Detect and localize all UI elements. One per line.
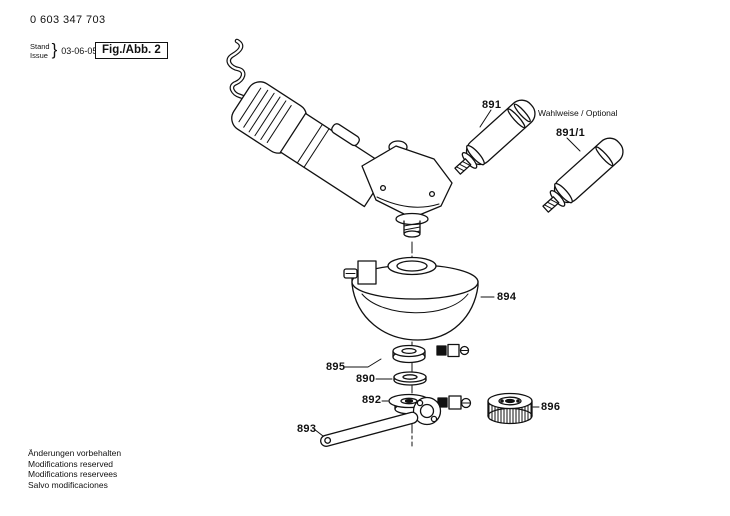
clamp-piece-lower [437, 395, 472, 410]
document-number: 0 603 347 703 [30, 14, 106, 26]
clamp-piece-upper [436, 343, 470, 358]
flange-set-895 [392, 343, 470, 364]
part-label-891: 891 [482, 99, 502, 111]
footer-notices: Änderungen vorbehalten Modifications res… [28, 448, 121, 490]
power-cord-icon [226, 38, 249, 110]
gear-head [361, 145, 453, 219]
notice-es: Salvo modificaciones [28, 479, 108, 490]
guard-clamp-tab [357, 260, 377, 285]
backing-flange-890 [393, 371, 427, 386]
issue-date: 03-06-05 [61, 46, 98, 56]
part-label-891-1: 891/1 [556, 127, 586, 139]
part-label-894: 894 [497, 291, 517, 303]
pin-spanner-893 [320, 396, 442, 447]
protective-guard-894 [343, 256, 479, 341]
optional-note: Wahlweise / Optional [538, 108, 618, 118]
issue-date-block: Stand Issue } 03-06-05 [30, 40, 98, 61]
issue-label: Issue [30, 51, 48, 60]
auxiliary-handle-891-1 [542, 137, 624, 213]
leader-lines [313, 109, 581, 437]
notice-en: Modifications reserved [28, 458, 114, 469]
notice-de: Änderungen vorbehalten [28, 448, 122, 458]
notice-fr: Modifications reservees [28, 469, 118, 479]
stand-label: Stand [30, 42, 50, 51]
part-label-893: 893 [297, 423, 317, 435]
part-label-890: 890 [356, 373, 376, 385]
part-label-896: 896 [541, 401, 561, 413]
round-nut-896 [487, 392, 533, 425]
spindle [395, 212, 429, 238]
switch-slider [331, 123, 360, 147]
auxiliary-handle-891 [454, 99, 536, 175]
grinder-body [231, 81, 453, 238]
part-label-895: 895 [326, 361, 346, 373]
figure-label-box: Fig./Abb. 2 [95, 42, 168, 59]
part-label-892: 892 [362, 394, 382, 406]
brace-glyph: } [51, 40, 58, 59]
